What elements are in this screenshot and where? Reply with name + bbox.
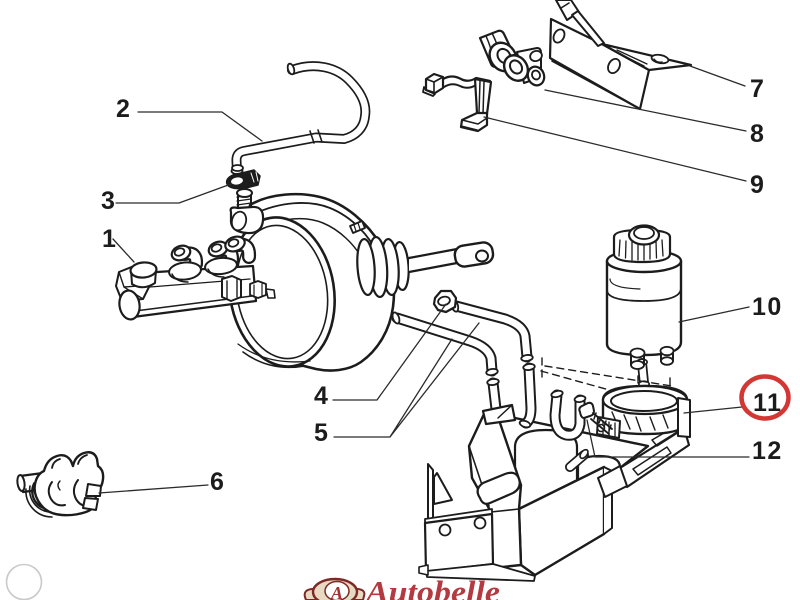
svg-text:10: 10 <box>752 293 783 321</box>
svg-text:5: 5 <box>314 419 328 447</box>
svg-text:8: 8 <box>750 120 764 148</box>
svg-text:12: 12 <box>752 437 783 465</box>
svg-text:9: 9 <box>750 171 764 199</box>
svg-text:A: A <box>330 583 343 600</box>
svg-text:1: 1 <box>102 225 116 253</box>
svg-text:4: 4 <box>314 382 328 410</box>
svg-text:2: 2 <box>116 95 130 123</box>
svg-text:7: 7 <box>750 75 764 103</box>
svg-text:3: 3 <box>101 187 115 215</box>
svg-text:Autobelle: Autobelle <box>364 574 500 600</box>
svg-text:6: 6 <box>210 468 224 496</box>
svg-text:11: 11 <box>753 389 782 417</box>
